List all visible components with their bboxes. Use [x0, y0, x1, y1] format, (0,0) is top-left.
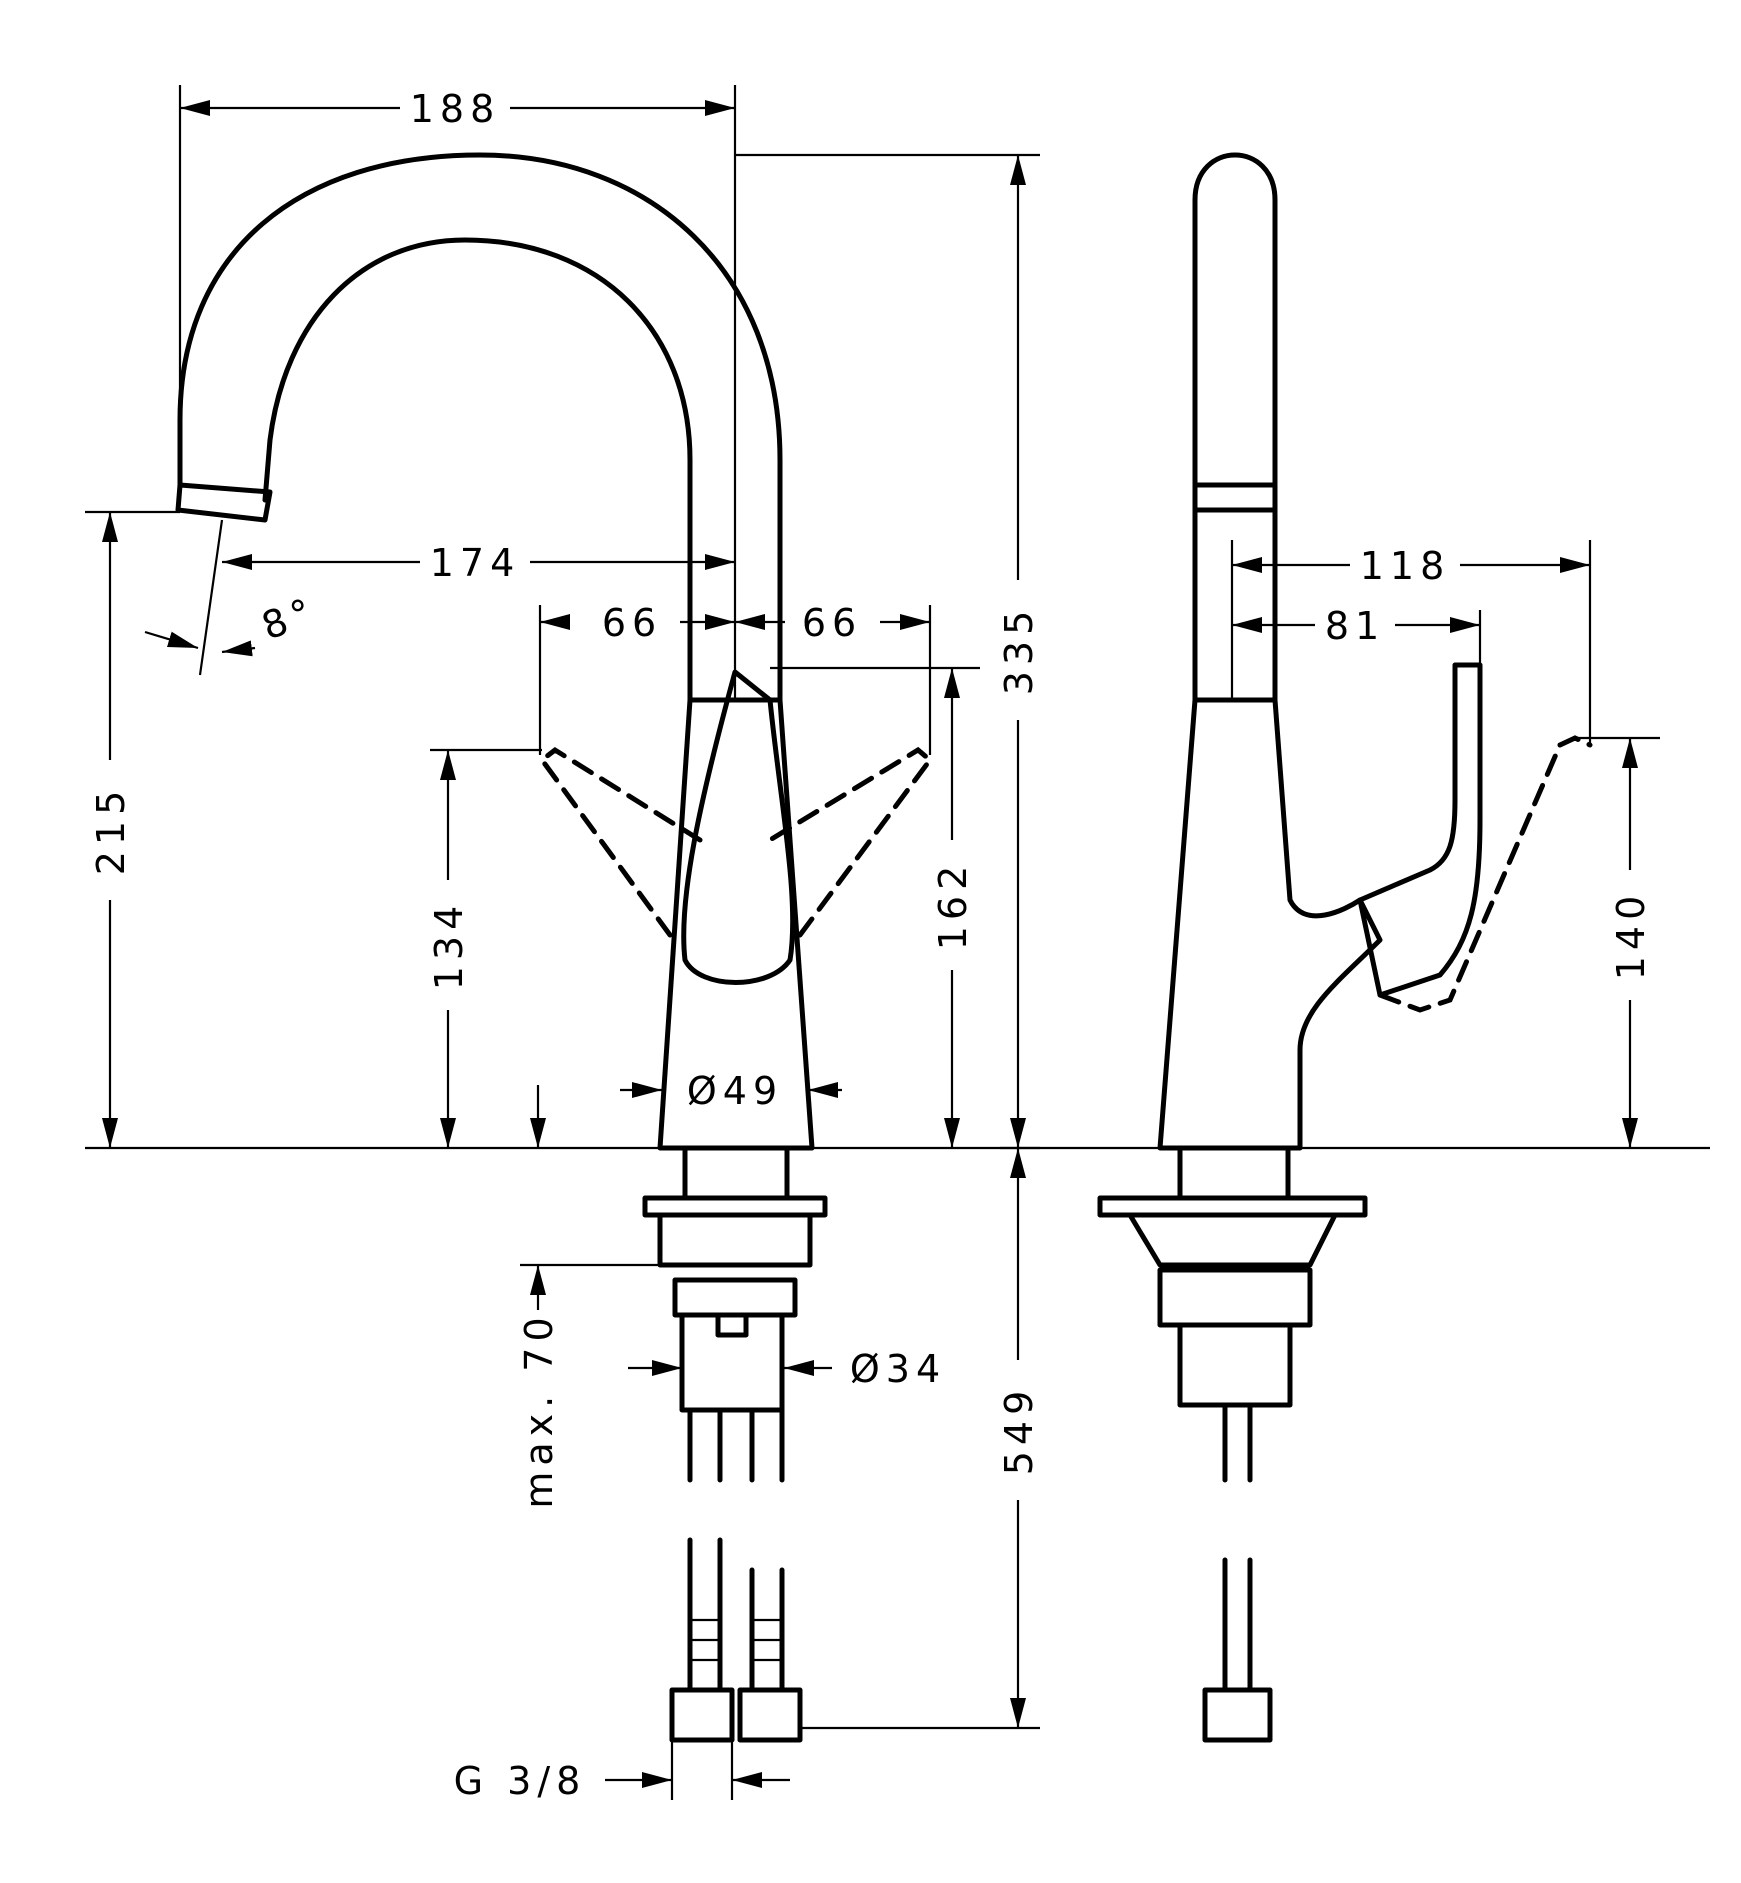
dim-total-height: 335	[997, 605, 1041, 696]
mounting-shank	[682, 1145, 790, 1201]
dim-spout-width: 188	[410, 87, 501, 131]
dim-outlet-height: 215	[89, 785, 133, 876]
dim-lever-max-height: 162	[931, 860, 975, 951]
side-mounting-plate	[1097, 1195, 1368, 1218]
supply-hose-right	[749, 1407, 785, 1693]
dim-lever-depth: 81	[1325, 604, 1385, 648]
spout-aerator	[175, 482, 273, 523]
dim-lever-height: 134	[427, 900, 471, 991]
dim-hose-length: 549	[997, 1385, 1041, 1476]
front-dimensions: 188 174 66 66 8° 215 335 134 162	[85, 85, 1710, 1803]
dim-lever-swing-left: 66	[602, 601, 662, 645]
mounting-nut	[672, 1277, 798, 1318]
side-spout-band	[1192, 482, 1278, 513]
dim-connection-thread: G 3/8	[454, 1759, 587, 1803]
side-body	[1157, 697, 1383, 1151]
side-mounting-shank	[1177, 1145, 1291, 1201]
lever-handle	[681, 669, 796, 985]
lever-swing-left	[538, 746, 703, 938]
dim-spout-tilt: 8°	[256, 588, 323, 648]
dim-lever-swing-right: 66	[802, 601, 862, 645]
spout-outer-outline	[177, 152, 783, 703]
dim-counter-thickness: max. 70	[517, 1311, 561, 1508]
connection-ferrules	[688, 1618, 784, 1662]
side-threaded-shank	[1177, 1322, 1293, 1408]
lever-swing-right	[767, 746, 934, 938]
shank-bolt	[715, 1312, 749, 1338]
supply-hose-left	[687, 1407, 723, 1693]
side-connection-nut	[1202, 1687, 1273, 1743]
dim-lever-top-height: 140	[1609, 890, 1653, 981]
side-view	[1097, 152, 1593, 1743]
front-view	[175, 152, 934, 1743]
side-supply-hose	[1222, 1402, 1253, 1693]
dim-lever-throw: 118	[1360, 544, 1451, 588]
side-spout	[1192, 152, 1278, 703]
side-lever-handle	[1357, 662, 1483, 998]
side-mounting-nut	[1157, 1267, 1313, 1328]
connection-nut-right	[737, 1687, 803, 1743]
mounting-plate	[642, 1195, 828, 1218]
side-dimensions: 118 81 140	[1230, 540, 1660, 1148]
side-lever-swing	[1377, 735, 1593, 1013]
mounting-bracket	[657, 1212, 813, 1268]
dim-spout-reach: 174	[430, 541, 521, 585]
spout-inner-outline	[262, 237, 693, 703]
connection-nut-left	[669, 1687, 735, 1743]
dim-body-diameter: Ø49	[687, 1069, 783, 1113]
dim-shank-diameter: Ø34	[850, 1347, 946, 1391]
threaded-shank	[679, 1312, 785, 1413]
side-mounting-bracket	[1127, 1212, 1338, 1268]
